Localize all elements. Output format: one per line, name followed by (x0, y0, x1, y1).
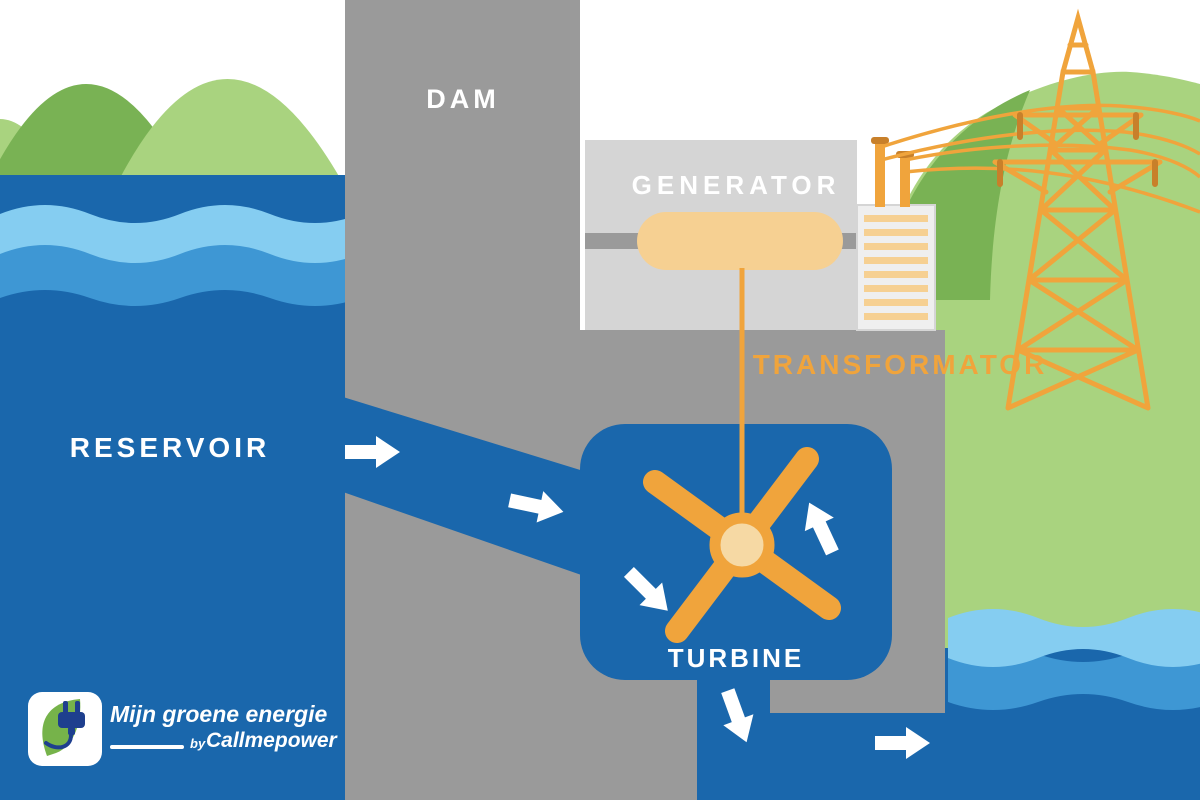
logo-brand-text: Mijn groene energie (110, 701, 328, 727)
plug-neck (68, 727, 75, 735)
generator-housing (585, 140, 857, 330)
flow-arrow-outflow (721, 688, 754, 743)
penstock-channel (343, 397, 590, 578)
flow-arrow-tailrace (875, 727, 930, 759)
pylon-insulators (997, 112, 1158, 187)
plug-prong (75, 701, 80, 714)
plug-prong (63, 701, 68, 714)
label-generator: GENERATOR (631, 170, 841, 200)
coil-stripe (864, 257, 928, 264)
label-transformator: TRANSFORMATOR (752, 349, 1048, 380)
logo-by-text: by (190, 736, 206, 751)
coil-stripe (864, 285, 928, 292)
transformer-bushing (900, 157, 910, 207)
bushing-cap (871, 137, 889, 144)
transformer-body (856, 204, 936, 331)
coil-stripe (864, 243, 928, 250)
outflow-strip (770, 713, 950, 800)
flow-arrow-turbine-up (804, 502, 839, 556)
label-reservoir: RESERVOIR (69, 432, 271, 463)
dam-structure (345, 0, 580, 800)
river-wave-light (948, 609, 1200, 667)
transformer-coil-stripes (864, 215, 928, 320)
pylon-lattice (992, 8, 1163, 411)
reservoir-wave-mid (0, 242, 360, 306)
coil-stripe (864, 229, 928, 236)
label-dam: DAM (426, 84, 500, 114)
left-hills (0, 79, 340, 178)
turbine-rotor-icon (643, 447, 841, 643)
coil-stripe (864, 215, 928, 222)
plug-body (58, 712, 85, 728)
label-turbine: TURBINE (667, 643, 805, 673)
power-lines (880, 103, 1200, 214)
generator-capsule (637, 212, 843, 270)
reservoir-wave-light (0, 205, 360, 263)
transmission-tower-icon (992, 8, 1163, 411)
coil-stripe (864, 271, 928, 278)
tailrace-river (943, 609, 1200, 800)
coil-stripe (864, 313, 928, 320)
flow-arrow-reservoir (345, 436, 400, 468)
coil-stripe (864, 299, 928, 306)
hill-left-light (120, 79, 340, 178)
flow-arrow-turbine-down (623, 566, 668, 611)
flow-arrows (345, 436, 930, 759)
logo-company-text: Callmepower (206, 729, 337, 752)
turbine-hub (709, 512, 775, 578)
logo-badge (28, 692, 102, 766)
plug-cord (44, 733, 73, 750)
flow-arrow-penstock (508, 491, 564, 523)
logo-underline (110, 745, 184, 749)
transformer-bushing (875, 143, 885, 207)
plug-icon (44, 701, 85, 750)
transformer-box (856, 137, 936, 331)
